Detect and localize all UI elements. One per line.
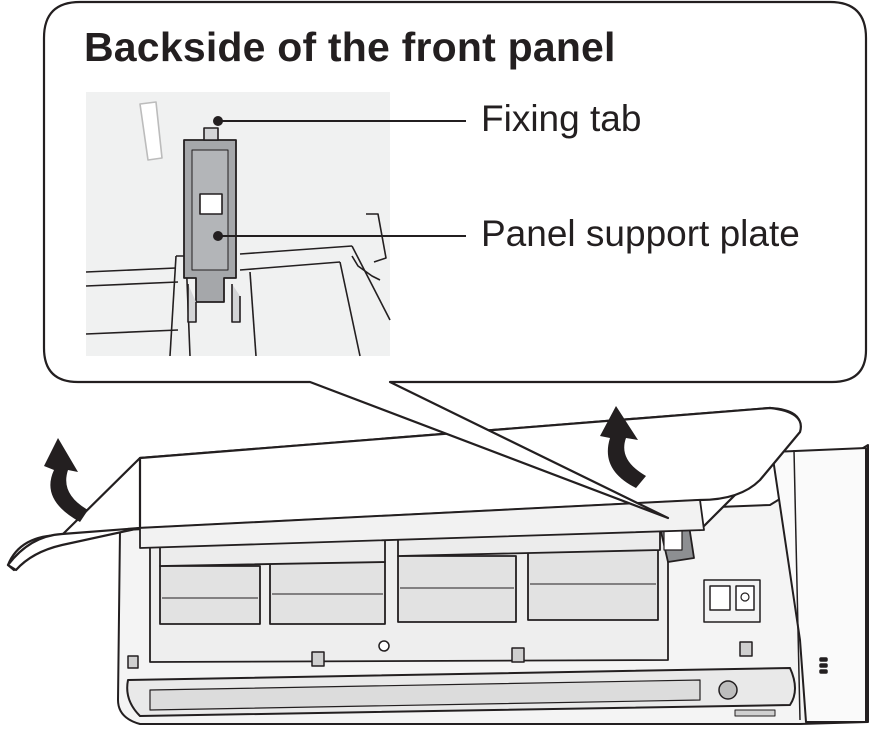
- leader-dot-panel-support-plate: [213, 231, 223, 241]
- front-panel-edge: [139, 499, 705, 549]
- label-panel-support-plate: Panel support plate: [481, 213, 800, 254]
- curved-up-arrow-icon: [44, 438, 88, 522]
- leader-dot-fixing-tab: [213, 116, 223, 126]
- label-fixing-tab: Fixing tab: [481, 98, 642, 139]
- fixing-tab-detail: [203, 127, 219, 141]
- leader-lines: [218, 120, 466, 237]
- callout-title: Backside of the front panel: [84, 24, 616, 70]
- center-knob: [378, 640, 390, 652]
- signal-receiver: [718, 680, 738, 700]
- curved-up-arrow-icon: [600, 406, 646, 488]
- side-vents: [819, 657, 828, 674]
